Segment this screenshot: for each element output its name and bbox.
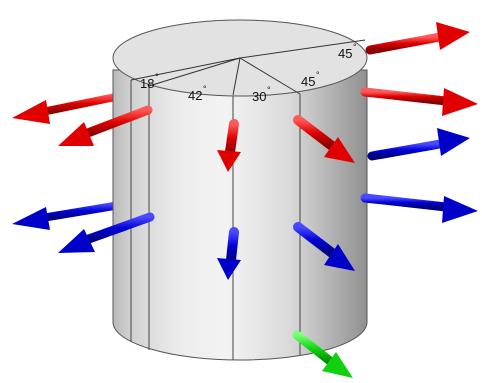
arrow-blue-diagonal <box>293 222 355 271</box>
svg-text:°: ° <box>353 42 357 52</box>
arrow-red-right-mid <box>360 87 478 116</box>
arrow-red-center <box>217 119 241 172</box>
svg-text:°: ° <box>316 70 320 80</box>
svg-text:°: ° <box>155 72 159 82</box>
arrow-blue-left-back <box>12 200 130 230</box>
arrow-red-left-front <box>58 105 153 146</box>
angle-label-18: 18 ° <box>140 72 159 91</box>
arrow-blue-right-upper <box>367 128 470 161</box>
cylinder-body <box>112 69 368 361</box>
arrow-red-left-back <box>12 91 129 124</box>
svg-text:18: 18 <box>140 76 154 91</box>
arrow-red-diagonal <box>293 115 355 163</box>
arrow-blue-right-lower <box>360 193 478 223</box>
svg-text:30: 30 <box>252 89 266 104</box>
arrow-green-bottom <box>292 330 353 378</box>
arrow-blue-left-front <box>58 212 155 253</box>
angle-label-45-front: 45 ° <box>301 70 320 89</box>
arrow-blue-center <box>217 227 241 280</box>
cylinder-top <box>112 19 368 97</box>
svg-text:45: 45 <box>301 74 315 89</box>
arrow-red-right-top <box>365 22 470 55</box>
svg-text:°: ° <box>267 85 271 95</box>
svg-text:45: 45 <box>338 46 352 61</box>
angle-label-45-back: 45 ° <box>338 42 357 61</box>
angle-label-30: 30 ° <box>252 85 271 104</box>
angle-label-42: 42 ° <box>188 84 207 103</box>
svg-text:°: ° <box>203 84 207 94</box>
svg-text:42: 42 <box>188 88 202 103</box>
